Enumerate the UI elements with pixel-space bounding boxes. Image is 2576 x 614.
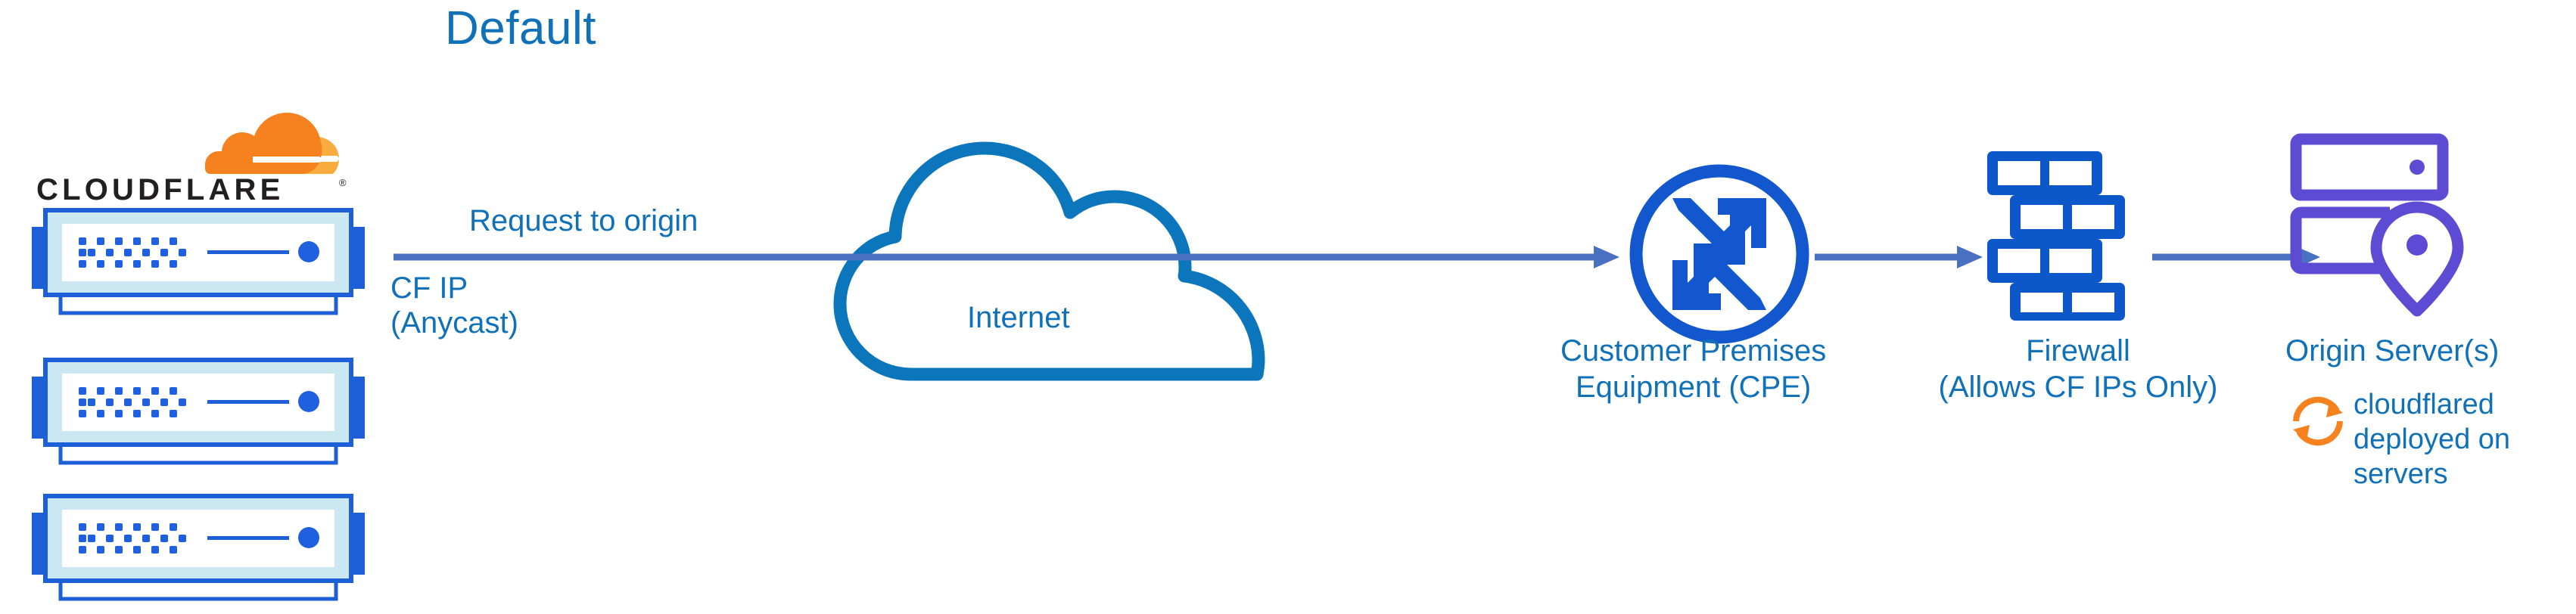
svg-text:®: ® bbox=[339, 177, 347, 188]
server-rack-icon bbox=[32, 206, 365, 327]
cloudflare-wordmark: CLOUDFLARE ® bbox=[36, 173, 353, 206]
cloudflare-cloud-logo-icon bbox=[204, 112, 341, 175]
node-label-cf-ip: CF IP (Anycast) bbox=[390, 271, 518, 340]
router-icon bbox=[1626, 160, 1813, 348]
node-label-firewall: Firewall (Allows CF IPs Only) bbox=[1938, 334, 2218, 404]
flow-arrow-cpe-to-firewall bbox=[1815, 242, 1983, 272]
cloud-icon bbox=[829, 106, 1283, 382]
server-location-pin-icon bbox=[2290, 133, 2473, 317]
flow-label-request-to-origin: Request to origin bbox=[469, 204, 698, 237]
node-label-internet: Internet bbox=[967, 301, 1070, 334]
node-label-origin-server: Origin Server(s) bbox=[2285, 334, 2500, 367]
node-label-cloudflared: cloudflared deployed on servers bbox=[2354, 389, 2511, 490]
node-label-cpe: Customer Premises Equipment (CPE) bbox=[1560, 334, 1827, 404]
sync-arrows-icon bbox=[2287, 390, 2349, 452]
server-rack-icon bbox=[32, 492, 365, 612]
brick-wall-icon bbox=[1983, 148, 2140, 324]
flow-arrow-request-to-origin bbox=[394, 242, 1619, 272]
svg-text:CLOUDFLARE: CLOUDFLARE bbox=[36, 173, 285, 206]
cloudflare-brand-lockup: CLOUDFLARE ® bbox=[36, 112, 354, 206]
page-title: Default bbox=[445, 2, 596, 54]
server-rack-icon bbox=[32, 355, 365, 476]
